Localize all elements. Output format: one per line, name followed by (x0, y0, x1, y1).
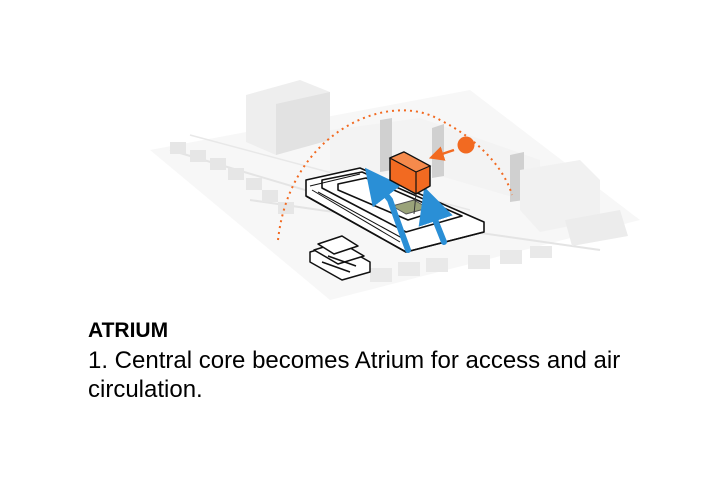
sun-icon (457, 136, 475, 154)
atrium-entry-volume (388, 151, 432, 215)
caption-title: ATRIUM (88, 319, 169, 342)
caption-text: 1. Central core becomes Atrium for acces… (88, 347, 621, 403)
sun-path-arc (277, 109, 513, 241)
caption: ATRIUM 1. Central core becomes Atrium fo… (88, 318, 688, 404)
context-buildings (170, 80, 628, 282)
atrium-massing-diagram (169, 80, 628, 282)
stepped-block (309, 235, 371, 281)
arrow-icon (428, 146, 455, 161)
air-flow-arrows (364, 167, 453, 253)
